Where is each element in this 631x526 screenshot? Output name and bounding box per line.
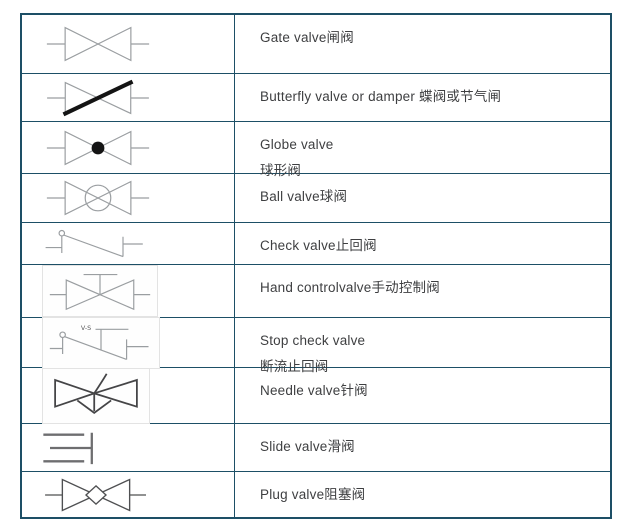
table-row: Slide valve滑阀: [22, 424, 610, 472]
symbol-cell: V-S: [22, 316, 235, 369]
hand-control-valve-icon: [49, 273, 151, 311]
plug-valve-icon: [45, 477, 146, 512]
needle-valve-icon: [54, 372, 138, 414]
valve-name: Globe valve: [260, 137, 334, 152]
symbol-cell: [22, 472, 235, 517]
valve-name: Needle valve针阀: [260, 383, 368, 398]
label-cell: Stop check valve 断流止回阀: [235, 318, 610, 374]
valve-symbol-table: Gate valve闸阀 Butterfly valve or damper 蝶…: [20, 13, 612, 519]
label-cell: Gate valve闸阀: [235, 15, 610, 73]
symbol-image-box: V-S: [42, 316, 160, 369]
label-cell: Globe valve 球形阀: [235, 122, 610, 178]
slide-valve-icon: [43, 432, 93, 464]
butterfly-valve-icon: [47, 79, 149, 116]
symbol-cell: [22, 265, 235, 317]
table-row: Gate valve闸阀: [22, 15, 610, 74]
valve-name: Check valve止回阀: [260, 238, 377, 253]
symbol-cell: [22, 424, 235, 471]
valve-name: Butterfly valve or damper 蝶阀或节气闸: [260, 89, 502, 104]
globe-valve-icon: [46, 130, 150, 165]
table-row: Globe valve 球形阀: [22, 122, 610, 178]
label-cell: Check valve止回阀: [235, 223, 610, 264]
gate-valve-icon: [46, 26, 150, 62]
table-row: V-S Stop check valve 断流止回阀: [22, 316, 610, 374]
label-cell: Slide valve滑阀: [235, 424, 610, 471]
stop-check-valve-icon: V-S: [49, 324, 149, 360]
valve-name-zh: 断流止回阀: [260, 359, 329, 374]
table-row: Plug valve阻塞阀: [22, 472, 610, 517]
table-row: Check valve止回阀: [22, 223, 610, 265]
stop-check-tag: V-S: [81, 324, 91, 332]
valve-name: Slide valve滑阀: [260, 439, 355, 454]
table-row: Hand controlvalve手动控制阀: [22, 265, 610, 318]
label-cell: Butterfly valve or damper 蝶阀或节气闸: [235, 74, 610, 121]
symbol-cell: [22, 122, 235, 173]
label-cell: Ball valve球阀: [235, 174, 610, 222]
symbol-cell: [22, 223, 235, 264]
table-row: Butterfly valve or damper 蝶阀或节气闸: [22, 74, 610, 122]
table-row: Ball valve球阀: [22, 174, 610, 223]
label-cell: Plug valve阻塞阀: [235, 472, 610, 517]
label-cell: Needle valve针阀: [235, 368, 610, 423]
table-row: Needle valve针阀: [22, 367, 610, 424]
label-cell: Hand controlvalve手动控制阀: [235, 265, 610, 317]
check-valve-icon: [45, 229, 143, 257]
valve-name: Plug valve阻塞阀: [260, 487, 366, 502]
valve-name-zh: 球形阀: [260, 163, 302, 178]
valve-name: Gate valve闸阀: [260, 30, 354, 45]
valve-name: Hand controlvalve手动控制阀: [260, 280, 440, 295]
symbol-image-box: [42, 367, 150, 424]
valve-name: Ball valve球阀: [260, 189, 348, 204]
symbol-cell: [22, 74, 235, 121]
valve-name: Stop check valve: [260, 333, 366, 348]
ball-valve-icon: [46, 180, 150, 216]
symbol-cell: [22, 15, 235, 73]
symbol-image-box: [42, 265, 158, 317]
symbol-cell: [22, 367, 235, 424]
symbol-cell: [22, 174, 235, 222]
